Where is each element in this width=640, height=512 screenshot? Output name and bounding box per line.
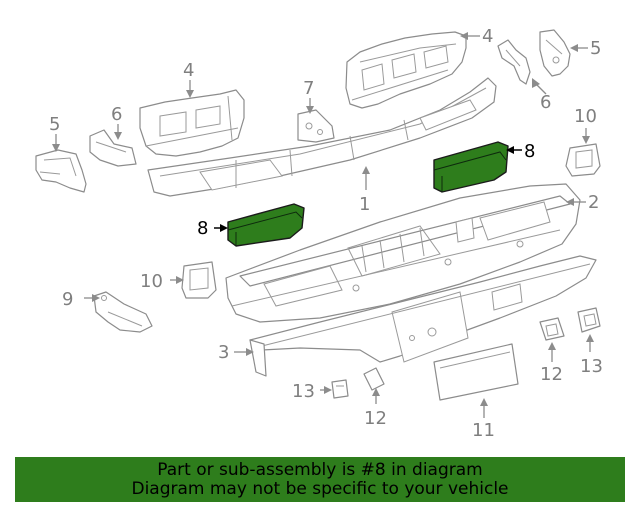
exploded-parts-diagram: 1 2 3 4 4 5 5 6 6 7 8 8 9 10 10 11 12 12… (35, 26, 603, 441)
callout-5-left: 5 (49, 114, 60, 135)
part-3-lower-step-pad (249, 255, 597, 377)
banner-line-disclaimer: Diagram may not be specific to your vehi… (131, 478, 509, 499)
callout-5-right: 5 (590, 38, 601, 59)
callout-8-left: 8 (197, 218, 208, 239)
callout-2: 2 (588, 192, 599, 213)
part-4-upper-reinforcement (345, 31, 467, 109)
callout-3: 3 (218, 342, 229, 363)
callout-13-right: 13 (580, 356, 603, 377)
part-1-bumper-face-bar (147, 77, 497, 197)
callout-leaders (52, 32, 594, 418)
callout-13-center: 13 (292, 381, 315, 402)
callout-8-right: 8 (524, 141, 535, 162)
part-8-right-step-pad-highlighted (433, 141, 509, 193)
callout-4-upper: 4 (482, 26, 493, 47)
part-11-license-plate-bracket (433, 343, 519, 401)
part-info-banner: Part or sub-assembly is #8 in diagram Di… (15, 457, 625, 502)
part-7-bracket (297, 109, 335, 143)
part-5-right-bracket (539, 29, 571, 77)
banner-line-part: Part or sub-assembly is #8 in diagram (157, 459, 483, 480)
part-8-left-step-pad-highlighted (227, 203, 305, 247)
part-9-hitch-bracket (93, 291, 153, 333)
callout-12-center: 12 (364, 408, 387, 429)
part-13-center-clip (331, 379, 349, 399)
callout-12-right: 12 (540, 364, 563, 385)
callout-numbers: 1 2 3 4 4 5 5 6 6 7 8 8 9 10 10 11 12 12… (49, 26, 603, 441)
part-4-left-reinforcement (139, 89, 245, 157)
part-10-right-sensor-bracket (565, 143, 601, 177)
callout-6-left: 6 (111, 104, 122, 125)
part-13-right-bracket (577, 307, 601, 333)
part-12-center-bracket (363, 367, 385, 391)
part-6-right-bracket (497, 39, 531, 85)
callout-10-left: 10 (140, 271, 163, 292)
callout-9: 9 (62, 289, 73, 310)
part-6-left-bracket (89, 129, 137, 167)
part-12-right-bracket (539, 317, 565, 341)
callout-10-right: 10 (574, 106, 597, 127)
part-10-left-sensor-bracket (181, 261, 217, 299)
callout-4-left: 4 (183, 60, 194, 81)
callout-1: 1 (359, 194, 370, 215)
part-5-left-bracket (35, 149, 87, 193)
callout-11: 11 (472, 420, 495, 441)
callout-7: 7 (303, 78, 314, 99)
callout-6-right: 6 (540, 92, 551, 113)
